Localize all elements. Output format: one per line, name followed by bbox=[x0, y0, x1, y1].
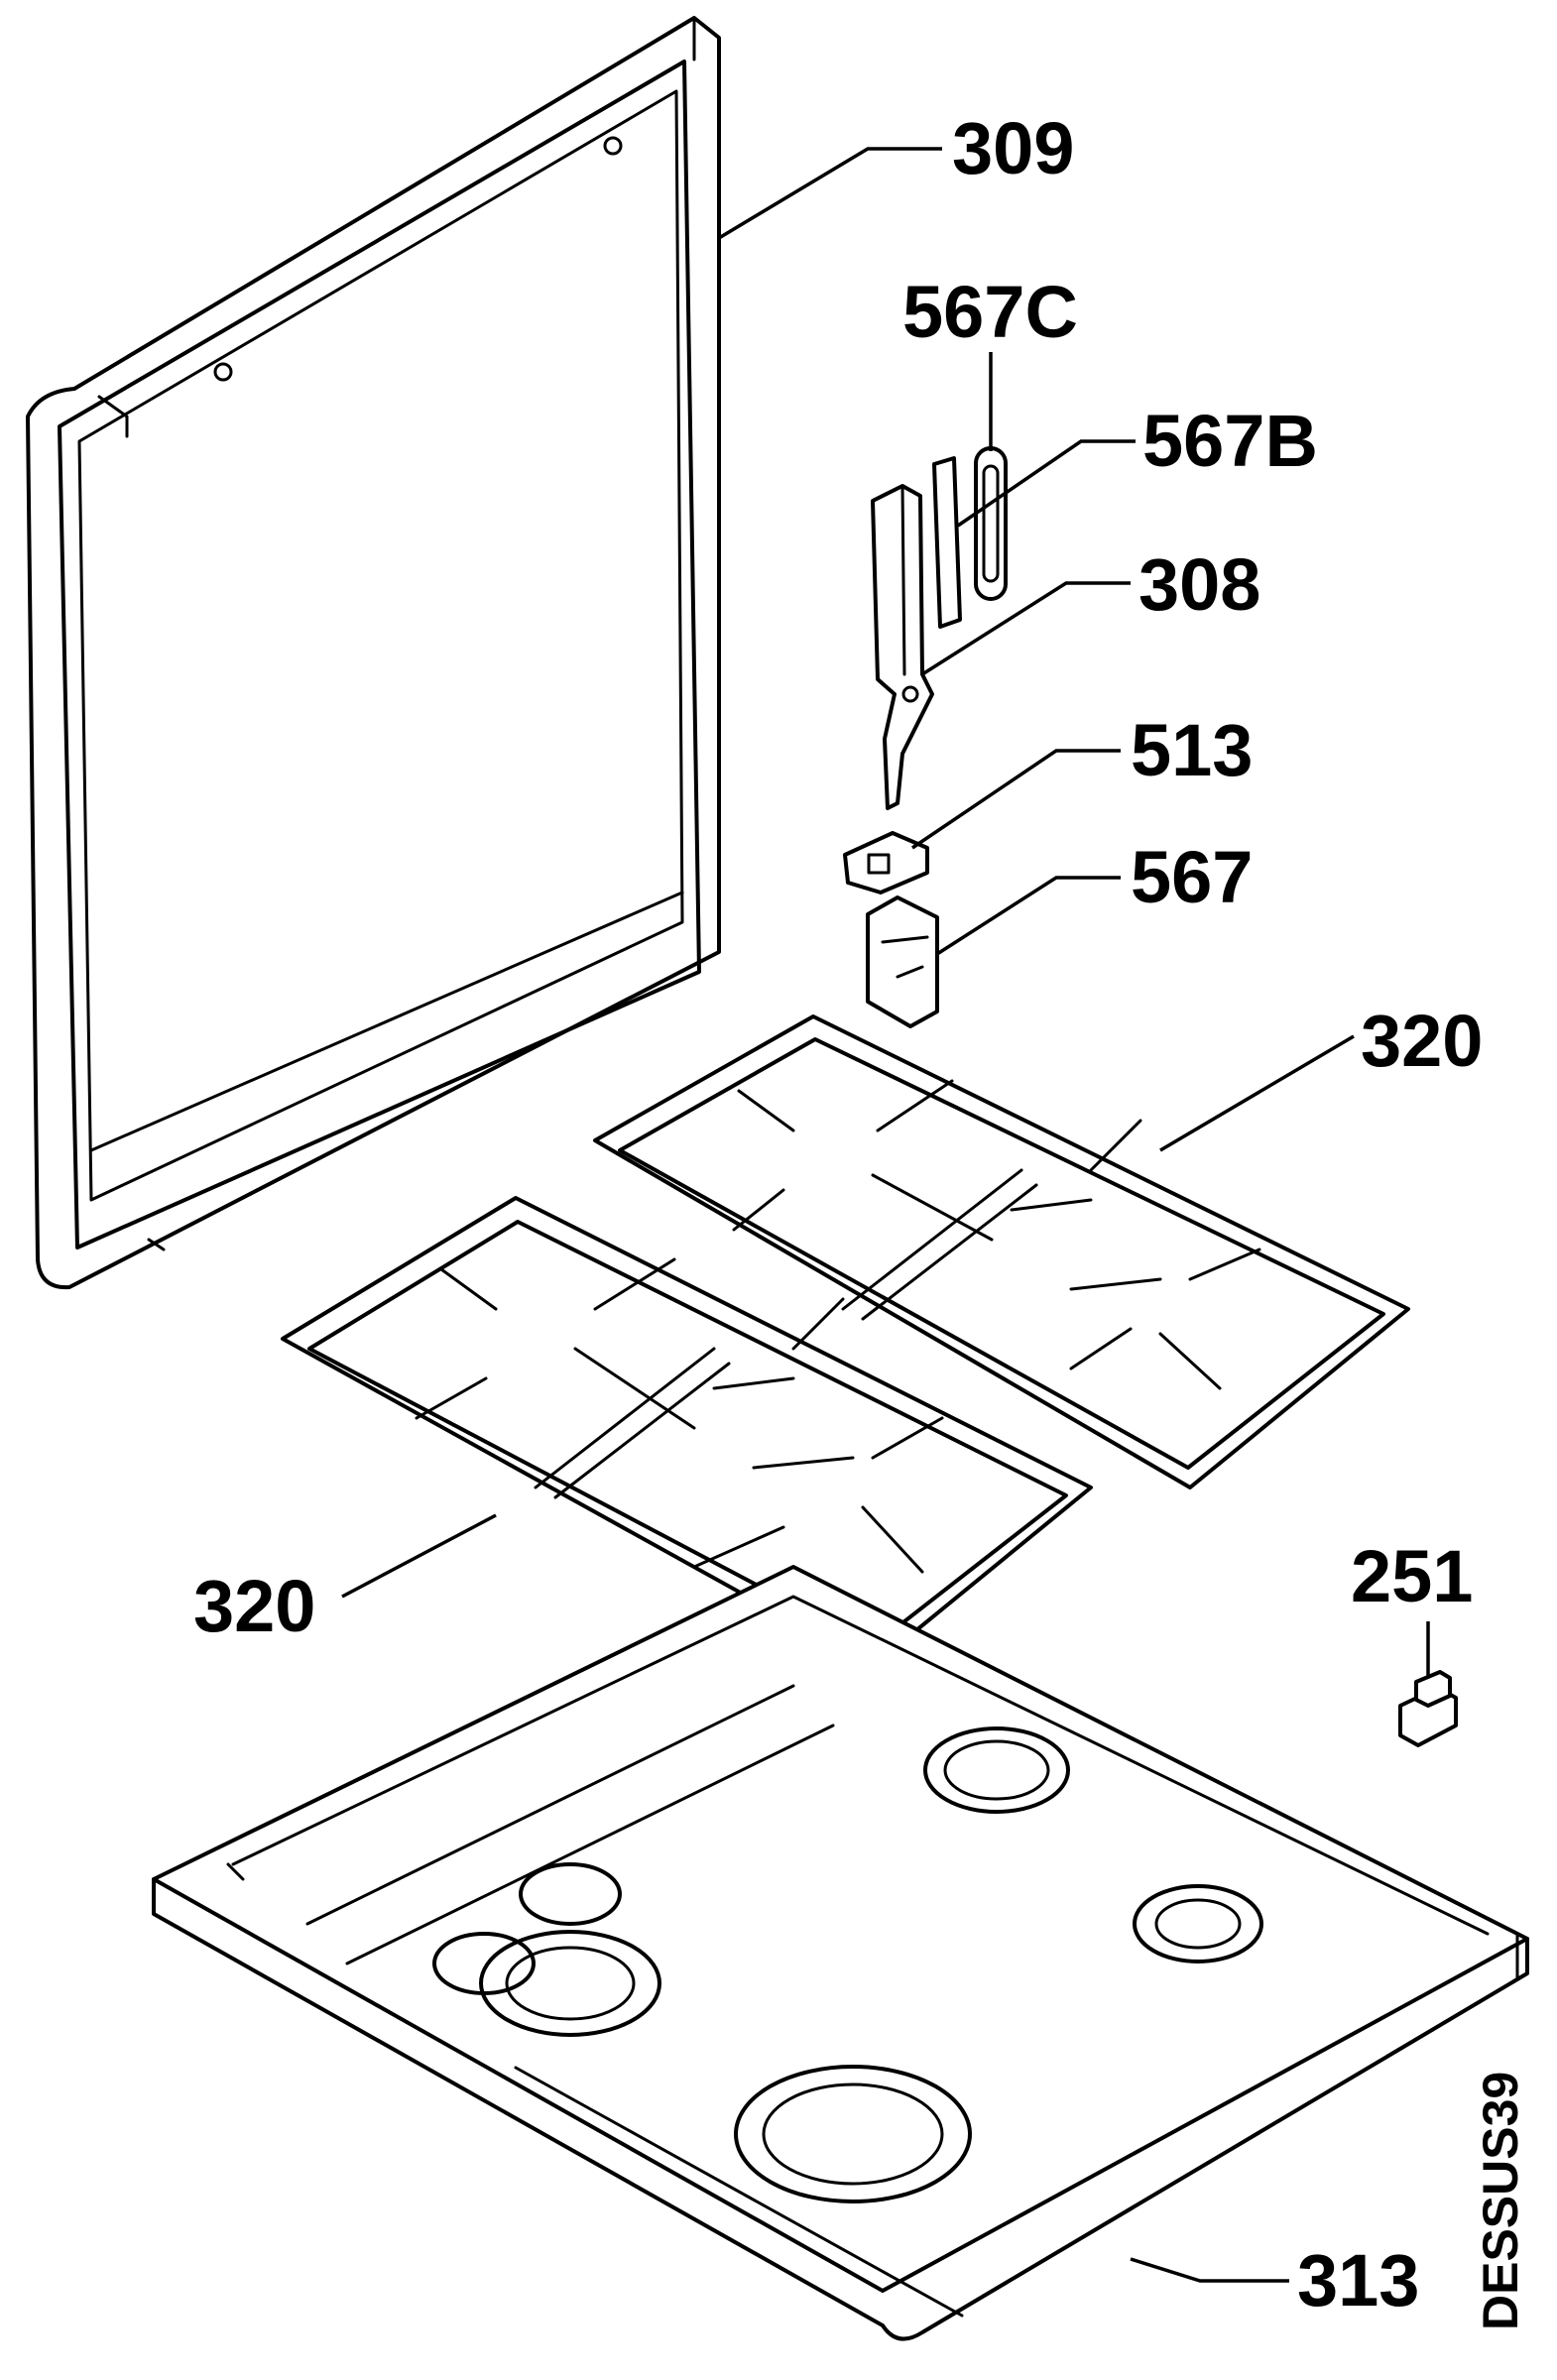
foot-part bbox=[1398, 1670, 1458, 1747]
callout-320-left: 320 bbox=[193, 1565, 315, 1647]
callout-313: 313 bbox=[1297, 2239, 1419, 2321]
hinge-plate-b-part bbox=[932, 456, 962, 629]
drawing-code: DESSUS39 bbox=[1473, 2072, 1528, 2330]
callout-320-right: 320 bbox=[1361, 1000, 1483, 1082]
hinge-plate-c-part bbox=[974, 446, 1008, 601]
lid-part bbox=[26, 16, 721, 1290]
callout-labels: 309 567C 567B 308 513 567 320 320 251 31… bbox=[193, 107, 1483, 2321]
callout-308: 308 bbox=[1138, 543, 1260, 626]
grate-left-part bbox=[281, 1196, 1093, 1668]
leader-lines bbox=[341, 147, 1430, 2283]
hinge-arm-part bbox=[871, 484, 934, 810]
leader-513 bbox=[911, 749, 1121, 850]
leader-313 bbox=[1130, 2257, 1289, 2283]
leader-308 bbox=[921, 581, 1131, 676]
leader-320-right bbox=[1159, 1034, 1355, 1152]
callout-251: 251 bbox=[1351, 1535, 1473, 1617]
hinge-clip-part bbox=[843, 831, 929, 894]
grate-right-part bbox=[593, 1014, 1410, 1489]
hob-top-part bbox=[152, 1565, 1529, 2341]
hinge-bracket-part bbox=[866, 895, 939, 1028]
callout-567: 567 bbox=[1131, 836, 1253, 918]
leader-320-left bbox=[341, 1513, 497, 1599]
callout-513: 513 bbox=[1131, 709, 1253, 791]
leader-309 bbox=[718, 147, 942, 240]
leader-567b bbox=[957, 439, 1136, 528]
callout-567c: 567C bbox=[902, 271, 1078, 353]
callout-309: 309 bbox=[952, 107, 1074, 189]
callout-567b: 567B bbox=[1142, 400, 1318, 482]
leader-567 bbox=[936, 876, 1121, 956]
